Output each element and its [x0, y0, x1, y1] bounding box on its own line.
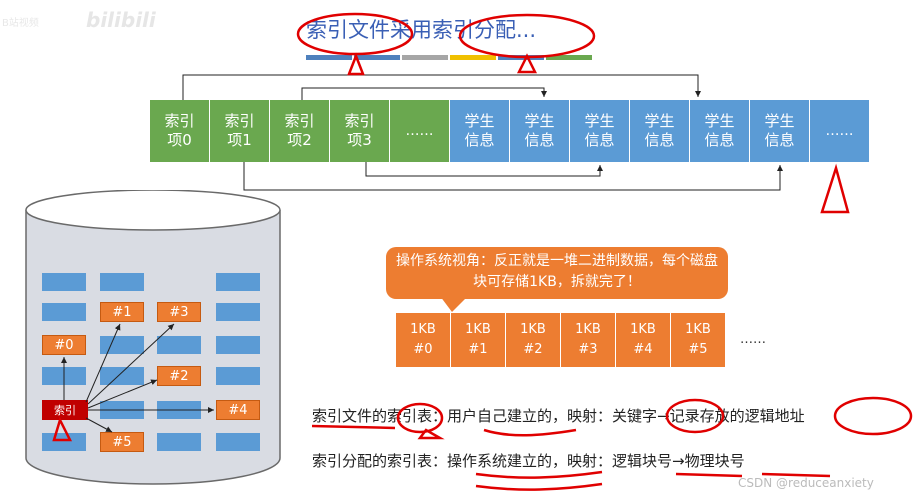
top-watermark: B站视频	[2, 18, 39, 29]
os-view-callout: 操作系统视角：反正就是一堆二进制数据，每个磁盘块可存储1KB，拆就完了！	[386, 247, 728, 299]
disk-free-block	[216, 303, 260, 321]
bilibili-logo: bilibili	[86, 8, 156, 32]
csdn-watermark: CSDN @reduceanxiety	[738, 476, 874, 490]
index1-arrow	[243, 162, 783, 191]
index-file-row: 索引项0 索引项1 索引项2 索引项3 …… 学生信息 学生信息 学生信息 学生…	[150, 100, 870, 162]
student-record-2: 学生信息	[570, 100, 630, 162]
student-record-3: 学生信息	[630, 100, 690, 162]
disk-free-block	[100, 273, 144, 291]
kb-block-row: 1KB#0 1KB#1 1KB#2 1KB#3 1KB#4 1KB#5	[396, 313, 726, 367]
disk-block-1: #1	[100, 302, 144, 322]
student-record-1: 学生信息	[510, 100, 570, 162]
index-item-2: 索引项2	[270, 100, 330, 162]
alloc-index-table-note: 索引分配的索引表：操作系统建立的，映射：逻辑块号→物理块号	[312, 452, 745, 470]
kb-block-3: 1KB#3	[561, 313, 616, 367]
title-bar-4	[450, 55, 496, 60]
title-bar-2	[354, 55, 400, 60]
disk-free-block	[100, 367, 144, 385]
disk-free-block	[100, 336, 144, 354]
disk-free-block	[216, 273, 260, 291]
kb-block-0: 1KB#0	[396, 313, 451, 367]
disk-block-2: #2	[157, 366, 201, 386]
callout-tail	[440, 296, 468, 312]
disk-free-block	[157, 336, 201, 354]
kb-block-2: 1KB#2	[506, 313, 561, 367]
index2-arrow	[301, 87, 547, 100]
kb-block-1: 1KB#1	[451, 313, 506, 367]
student-record-more: ……	[810, 100, 870, 162]
title-bar-3	[402, 55, 448, 60]
kb-block-4: 1KB#4	[616, 313, 671, 367]
index3-arrow	[365, 162, 603, 177]
student-record-0: 学生信息	[450, 100, 510, 162]
disk-index-block: 索引	[42, 400, 88, 420]
student-record-5: 学生信息	[750, 100, 810, 162]
disk-free-block	[216, 433, 260, 451]
index-item-3: 索引项3	[330, 100, 390, 162]
index-item-more: ……	[390, 100, 450, 162]
disk-block-3: #3	[157, 302, 201, 322]
title-bar-6	[546, 55, 592, 60]
disk-free-block	[42, 273, 86, 291]
disk-free-block	[42, 433, 86, 451]
page-title: 索引文件采用索引分配...	[306, 18, 537, 42]
disk-free-block	[42, 303, 86, 321]
disk-free-block	[216, 336, 260, 354]
disk-index-arrows	[61, 323, 214, 433]
index0-arrow	[182, 74, 701, 100]
disk-free-block	[216, 367, 260, 385]
disk-cylinder: #0 #1 #3 #2 #4 #5 索引	[24, 190, 282, 490]
disk-block-0: #0	[42, 335, 86, 355]
title-bar-1	[306, 55, 352, 60]
index-item-0: 索引项0	[150, 100, 210, 162]
kb-more: ……	[740, 332, 766, 347]
disk-block-4: #4	[216, 400, 260, 420]
index-item-1: 索引项1	[210, 100, 270, 162]
student-record-4: 学生信息	[690, 100, 750, 162]
disk-free-block	[157, 433, 201, 451]
kb-block-5: 1KB#5	[671, 313, 726, 367]
disk-block-5: #5	[100, 432, 144, 452]
file-index-table-note: 索引文件的索引表：用户自己建立的，映射：关键字→记录存放的逻辑地址	[312, 407, 805, 425]
